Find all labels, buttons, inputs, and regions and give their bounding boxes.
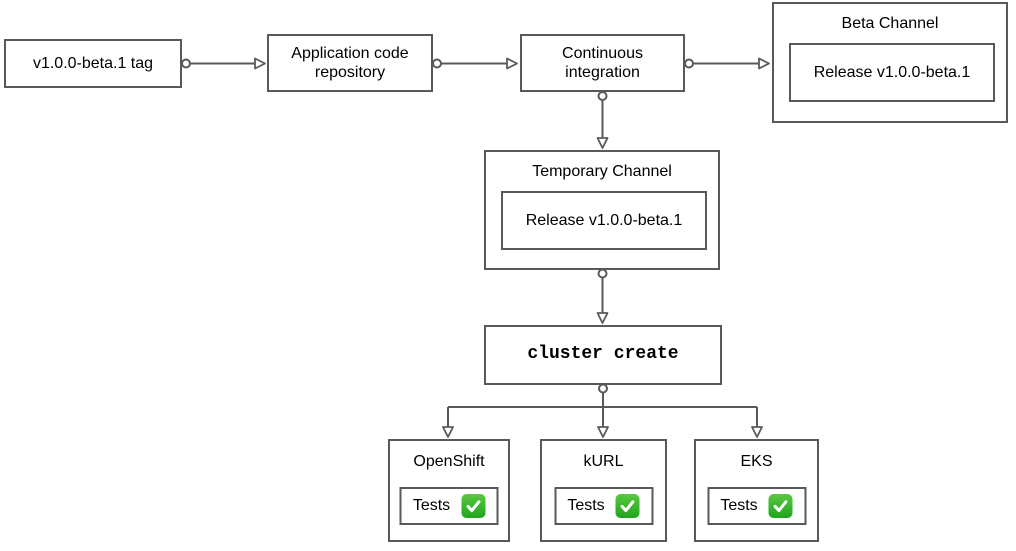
kurl-title: kURL bbox=[583, 453, 624, 470]
arrow-ci-to-beta-channel bbox=[684, 57, 770, 70]
check-mark-button-icon bbox=[461, 494, 486, 518]
beta-release-box: Release v1.0.0-beta.1 bbox=[789, 43, 995, 102]
node-kurl: kURL Tests bbox=[540, 439, 667, 542]
openshift-tests-box: Tests bbox=[399, 487, 499, 525]
node-tag: v1.0.0-beta.1 tag bbox=[4, 39, 182, 88]
tests-label: Tests bbox=[412, 497, 451, 514]
node-temporary-channel: Temporary Channel Release v1.0.0-beta.1 bbox=[484, 150, 720, 270]
check-mark-button-icon bbox=[768, 494, 793, 518]
arrow-ci-to-temp-channel bbox=[596, 91, 609, 149]
node-continuous-integration: Continuous integration bbox=[520, 34, 685, 92]
eks-tests-box: Tests bbox=[707, 487, 806, 525]
node-cluster-create: cluster create bbox=[484, 325, 722, 385]
repo-label: Application code repository bbox=[291, 44, 409, 81]
cluster-create-label: cluster create bbox=[527, 344, 679, 365]
beta-release-label: Release v1.0.0-beta.1 bbox=[813, 63, 971, 81]
check-mark-button-icon bbox=[615, 494, 640, 518]
node-application-code-repository: Application code repository bbox=[267, 34, 433, 92]
kurl-tests-box: Tests bbox=[554, 487, 653, 525]
openshift-title: OpenShift bbox=[413, 453, 485, 470]
node-beta-channel: Beta Channel Release v1.0.0-beta.1 bbox=[772, 2, 1008, 123]
arrow-temp-to-cluster-create bbox=[596, 268, 609, 324]
arrow-tag-to-repo bbox=[181, 57, 266, 70]
eks-title: EKS bbox=[740, 453, 773, 470]
temp-release-box: Release v1.0.0-beta.1 bbox=[501, 191, 707, 250]
node-eks: EKS Tests bbox=[694, 439, 819, 542]
tests-label: Tests bbox=[567, 497, 605, 514]
node-openshift: OpenShift Tests bbox=[388, 439, 510, 542]
arrow-repo-to-ci bbox=[432, 57, 518, 70]
tests-label: Tests bbox=[720, 497, 758, 514]
beta-channel-title: Beta Channel bbox=[841, 15, 939, 32]
ci-label: Continuous integration bbox=[562, 44, 643, 81]
tag-label: v1.0.0-beta.1 tag bbox=[32, 54, 154, 72]
temp-release-label: Release v1.0.0-beta.1 bbox=[525, 211, 683, 229]
arrow-cluster-to-platforms bbox=[442, 383, 763, 438]
temp-channel-title: Temporary Channel bbox=[532, 163, 672, 180]
